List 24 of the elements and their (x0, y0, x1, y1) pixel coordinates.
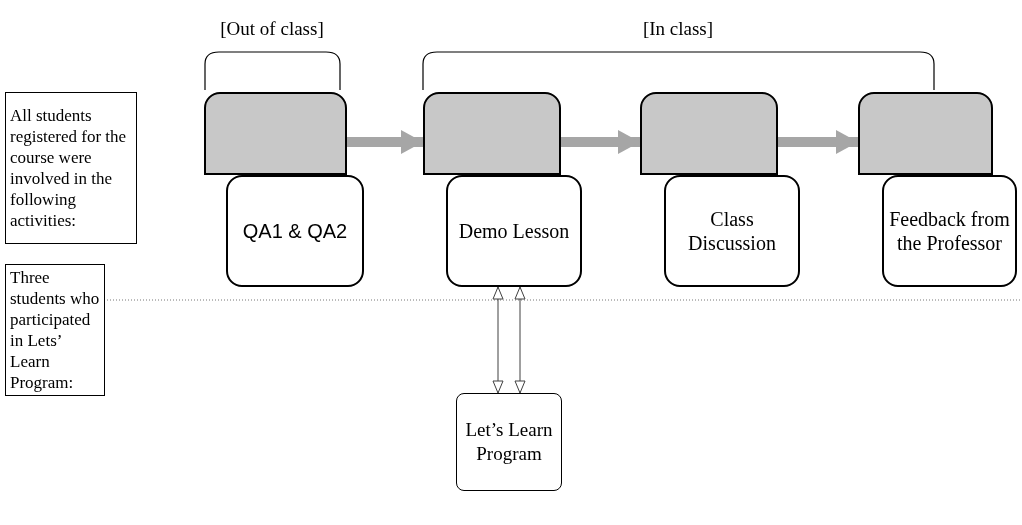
process-box (456, 393, 562, 491)
double-arrow (492, 286, 504, 394)
double-arrow (514, 286, 526, 394)
node-text: Feedback from the Professor (888, 207, 1011, 255)
process-box (882, 175, 1017, 287)
arrow (347, 130, 423, 154)
shaded-box (204, 92, 347, 175)
process-box (226, 175, 364, 287)
note-text: All students registered for the course were involved in the following activities: (10, 105, 128, 231)
node-text: Let’s Learn Program (464, 418, 554, 466)
note-text: Three students who participated in Lets’ Learn Program: (10, 267, 100, 393)
arrow (561, 130, 640, 154)
note-box (5, 92, 137, 244)
shaded-box (858, 92, 993, 175)
process-box (446, 175, 582, 287)
group-label: [Out of class] (220, 18, 324, 40)
node-text: QA1 & QA2 (242, 219, 348, 243)
arrow (778, 130, 858, 154)
shaded-box (640, 92, 778, 175)
process-box (664, 175, 800, 287)
group-label: [In class] (642, 18, 714, 40)
node-text: Demo Lesson (458, 219, 570, 243)
shaded-box (423, 92, 561, 175)
node-text: Class Discussion (687, 207, 777, 255)
